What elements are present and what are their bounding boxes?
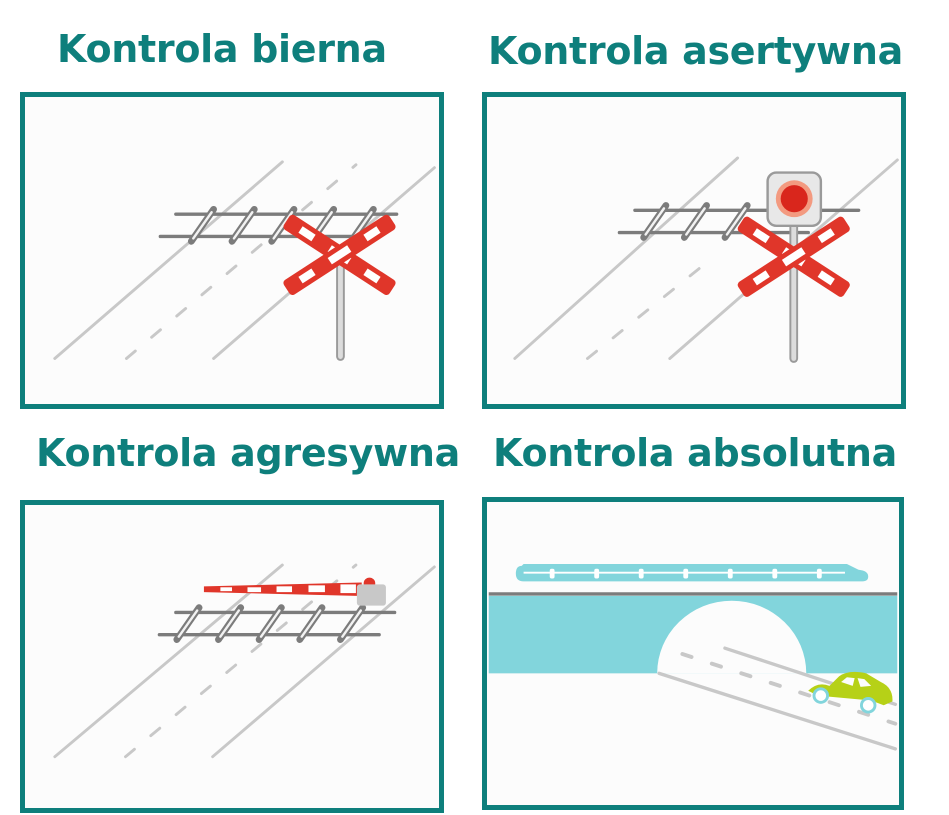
panel-title-passive: Kontrola bierna: [57, 27, 387, 71]
st-andrews-cross-sign-icon: [737, 216, 850, 297]
road-lines: [513, 156, 899, 360]
panel-aggressive-control: [20, 500, 444, 813]
panel-title-aggressive: Kontrola agresywna: [36, 431, 460, 475]
train-icon: [515, 563, 869, 582]
passive-crossing-illustration: [53, 160, 436, 361]
road-lines: [53, 563, 436, 759]
absolute-control-illustration: [488, 563, 898, 751]
panel-passive-control: [20, 92, 444, 409]
barrier-gate-icon: [203, 577, 386, 606]
panel-title-assertive: Kontrola asertywna: [488, 29, 903, 73]
assertive-crossing-illustration: [513, 156, 899, 363]
road-lines: [53, 160, 436, 360]
panel-absolute-control: [482, 497, 904, 810]
railway-track-icon: [157, 604, 397, 643]
panel-assertive-control: [482, 92, 906, 409]
red-signal-light-icon: [766, 171, 823, 228]
aggressive-crossing-illustration: [53, 563, 436, 759]
railway-track-icon: [158, 205, 399, 245]
bridge-icon: [488, 592, 898, 674]
st-andrews-cross-sign-icon: [283, 214, 396, 295]
panel-title-absolute: Kontrola absolutna: [493, 431, 897, 475]
car-icon: [808, 671, 893, 714]
